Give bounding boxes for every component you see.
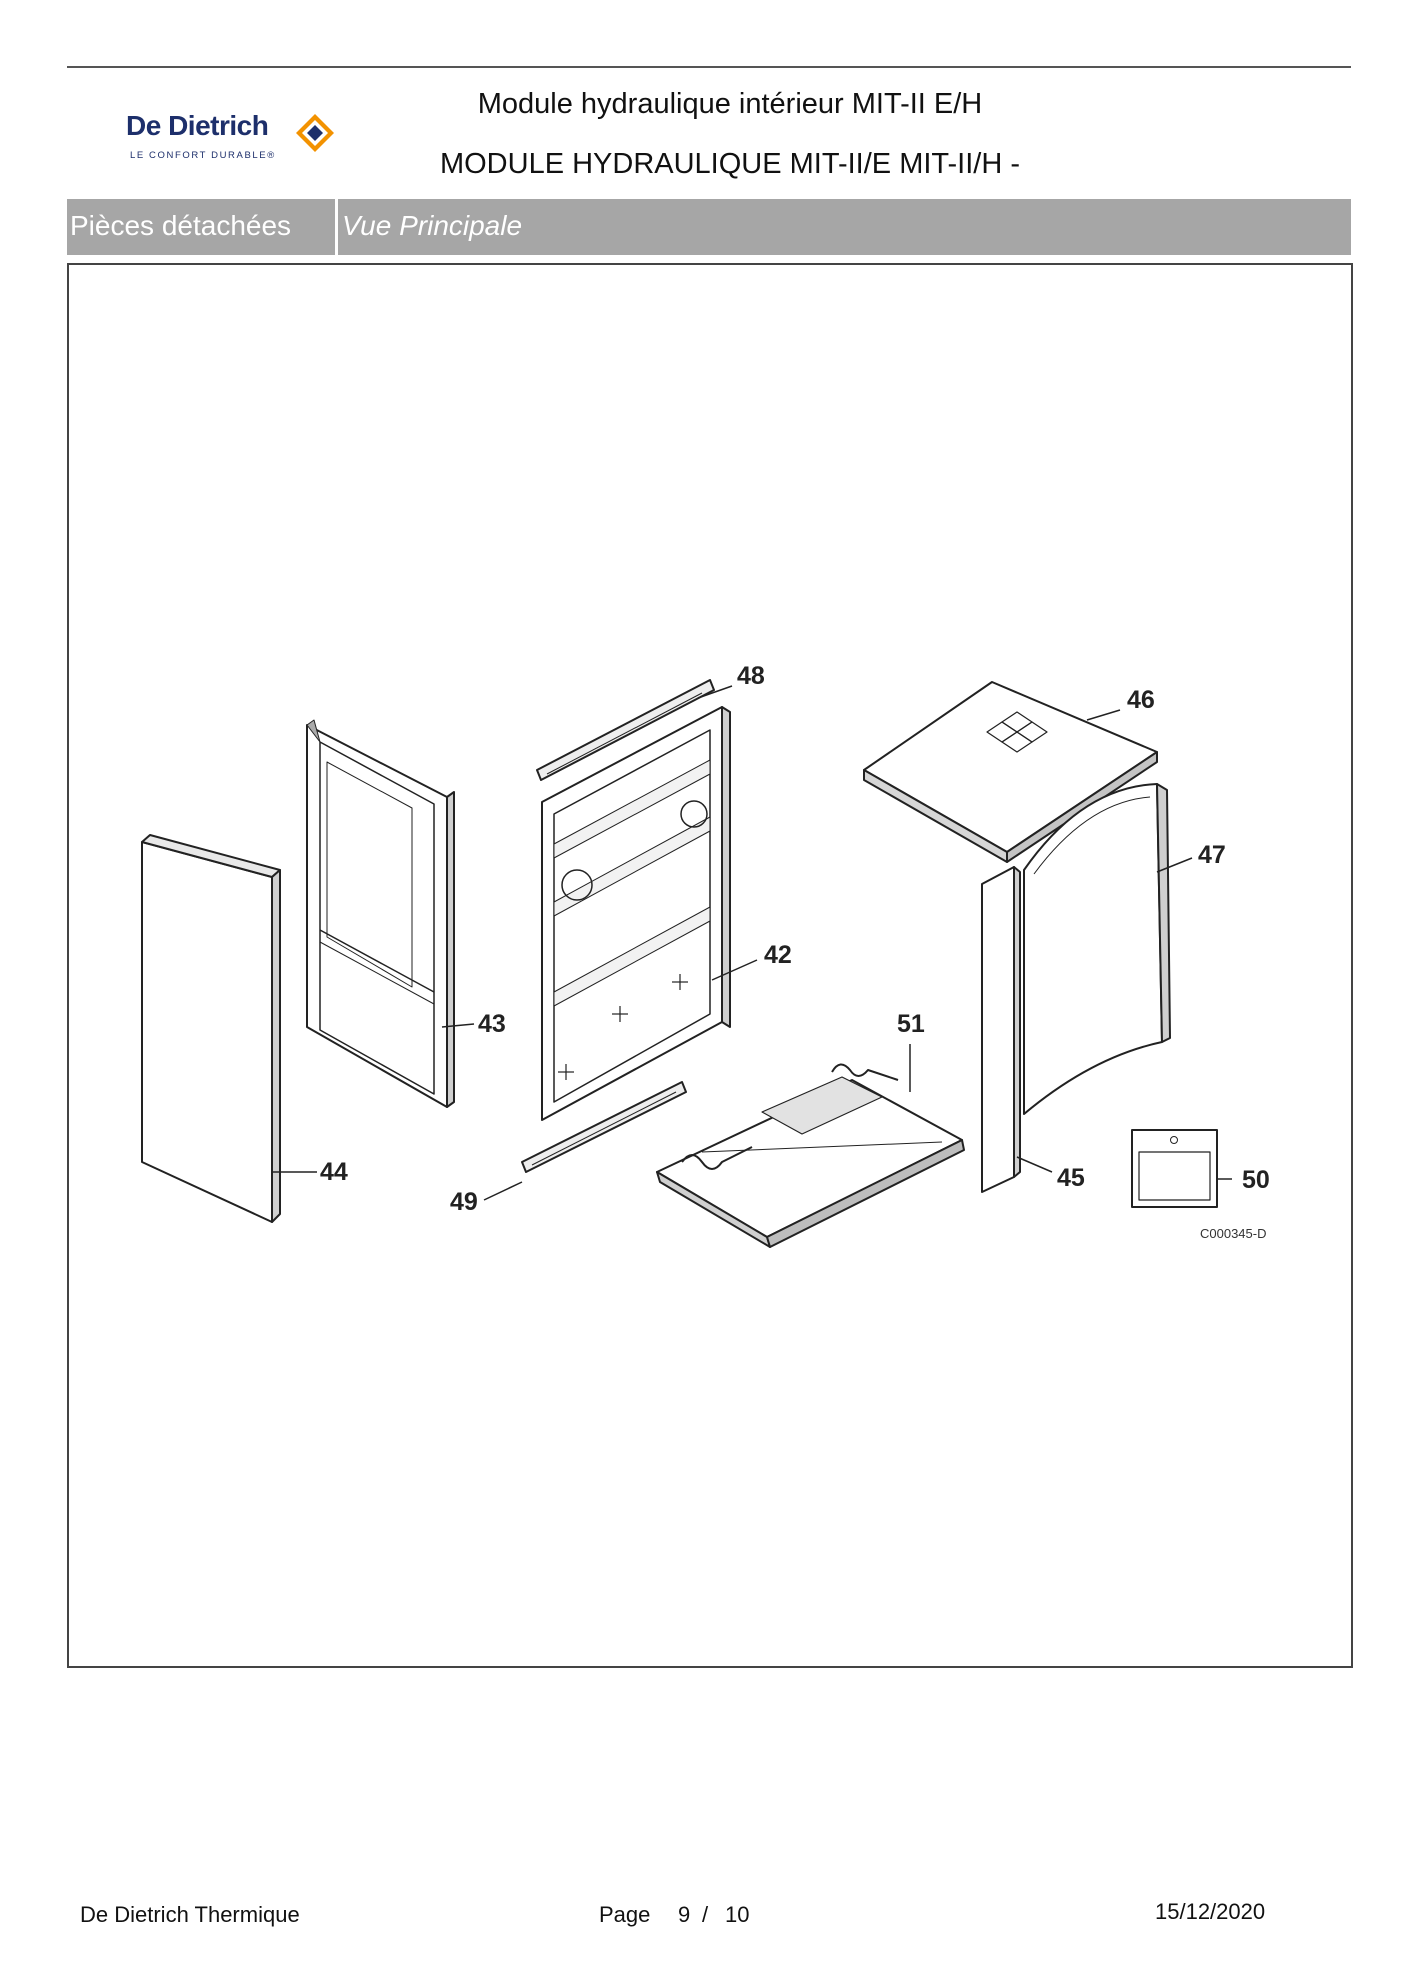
- callout-44: 44: [320, 1158, 348, 1186]
- callout-51: 51: [897, 1010, 925, 1038]
- section-bar: Pièces détachées Vue Principale: [67, 199, 1351, 255]
- diamond-logo-icon: [296, 114, 334, 152]
- header-divider: [67, 66, 1351, 68]
- top-lid-part: [863, 681, 1158, 863]
- bottom-rail-part: [521, 1081, 687, 1173]
- callout-49: 49: [450, 1188, 478, 1216]
- view-label: Vue Principale: [342, 210, 523, 241]
- leader-lines: [272, 685, 1232, 1201]
- callout-46: 46: [1127, 686, 1155, 714]
- document-title: Module hydraulique intérieur MIT-II E/H: [477, 88, 983, 120]
- footer-page-separator: /: [702, 1902, 709, 1927]
- document-subtitle: MODULE HYDRAULIQUE MIT-II/E MIT-II/H -: [439, 148, 1021, 180]
- callout-42: 42: [764, 941, 792, 969]
- front-frame-part: [541, 706, 731, 1121]
- side-panel-part: [141, 834, 281, 1223]
- callout-43: 43: [478, 1010, 506, 1038]
- base-tray-part: [656, 1063, 965, 1248]
- footer-date: 15/12/2020: [1155, 1899, 1266, 1924]
- front-door-part: [1023, 783, 1171, 1115]
- section-separator: [335, 199, 338, 255]
- footer-company: De Dietrich Thermique: [80, 1902, 300, 1927]
- footer-page-label: Page: [599, 1902, 651, 1927]
- footer-page-current: 9: [678, 1902, 691, 1927]
- section-label: Pièces détachées: [70, 210, 292, 241]
- exploded-parts-diagram: 48 46 47 42 51 43 44 45 50 49 C000345-D: [141, 662, 1270, 1248]
- brand-name: De Dietrich: [126, 110, 269, 141]
- top-rail-part: [536, 679, 715, 781]
- footer-page-total: 10: [725, 1902, 750, 1927]
- callout-47: 47: [1198, 841, 1226, 869]
- small-box-part: [1131, 1129, 1218, 1208]
- reference-code: C000345-D: [1200, 1226, 1267, 1241]
- rear-frame-part: [306, 719, 455, 1108]
- callout-50: 50: [1242, 1166, 1270, 1194]
- callout-48: 48: [737, 662, 765, 690]
- brand-logo: De Dietrich LE CONFORT DURABLE®: [126, 110, 346, 170]
- callout-45: 45: [1057, 1164, 1085, 1192]
- exploded-view-frame: 48 46 47 42 51 43 44 45 50 49 C000345-D: [67, 263, 1353, 1668]
- brand-tagline: LE CONFORT DURABLE®: [130, 150, 276, 161]
- vertical-post-part: [981, 866, 1021, 1193]
